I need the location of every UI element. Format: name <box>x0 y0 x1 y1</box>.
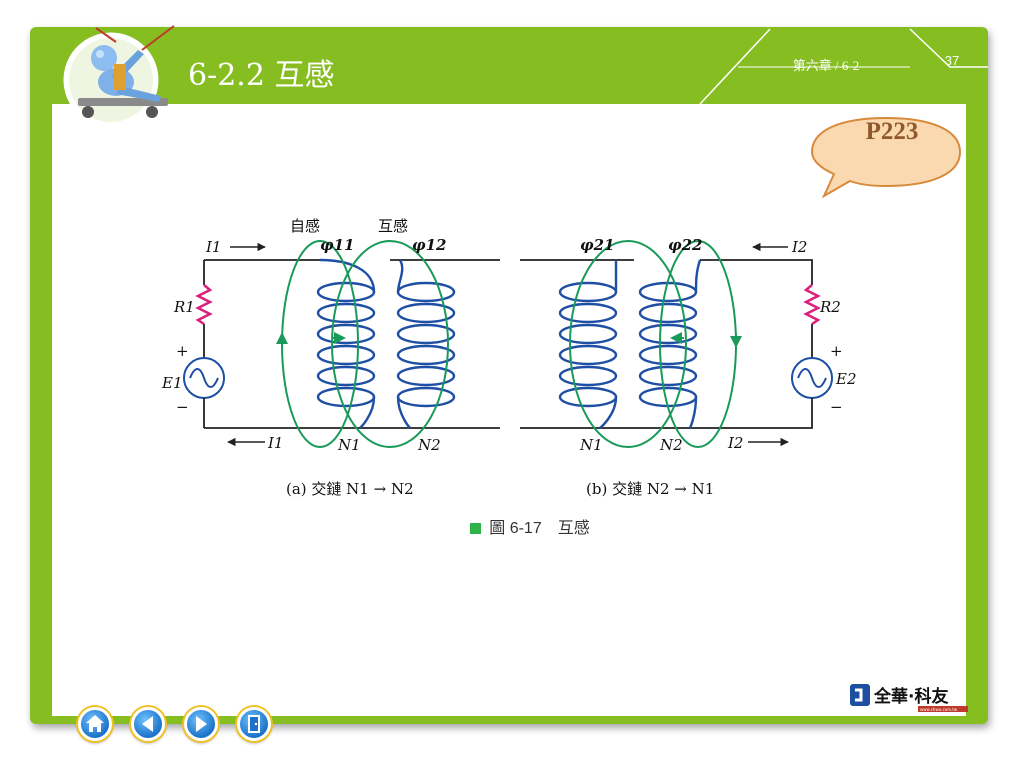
next-button[interactable] <box>184 707 218 741</box>
label-n1-b: N1 <box>579 436 603 454</box>
label-r2: R2 <box>819 298 841 316</box>
page-number: 37 <box>944 53 960 68</box>
arrow-left-icon <box>142 716 153 732</box>
circuit-b <box>520 240 833 448</box>
chapter-indicator: 第六章 / 6-2 <box>792 58 860 73</box>
label-phi22: φ22 <box>668 236 702 254</box>
label-phi21: φ21 <box>580 236 614 254</box>
label-n2-a: N2 <box>417 436 441 454</box>
home-icon <box>86 715 104 732</box>
coil-n2-a <box>396 259 456 429</box>
label-n2-b: N2 <box>659 436 683 454</box>
figure-caption: 圖 6-17 互感 <box>380 514 680 538</box>
label-plus-2: + <box>830 342 843 360</box>
home-button[interactable] <box>78 707 112 741</box>
page-title: 6-2.2 互感 <box>188 58 335 93</box>
flux-loop-phi12 <box>331 240 449 448</box>
caption-square-icon <box>470 523 482 534</box>
label-self-inductance: 自感 <box>290 217 320 235</box>
publisher-logo: 全華·科友 www.chwa.com.tw <box>850 684 968 712</box>
mutual-inductance-diagram: 自感 互感 φ11 φ12 I1 I1 R1 E1 + − N1 N2 (a) … <box>161 217 857 498</box>
page-reference-bubble <box>810 116 962 199</box>
label-phi11: φ11 <box>320 236 354 254</box>
label-r1: R1 <box>173 298 195 316</box>
label-i2-bottom: I2 <box>727 434 743 452</box>
figure-caption-text: 圖 6-17 互感 <box>489 520 590 537</box>
page-reference-label: P223 <box>865 118 919 145</box>
label-i2-top: I2 <box>791 238 807 256</box>
exit-door-icon <box>248 715 260 733</box>
label-mutual-inductance: 互感 <box>378 217 408 235</box>
label-i1-top: I1 <box>205 238 221 256</box>
label-i1-bottom: I1 <box>267 434 283 452</box>
flux-loop-phi21 <box>569 240 687 448</box>
coil-n1-a <box>316 258 376 429</box>
circuit-a <box>183 240 500 448</box>
label-minus-1: − <box>176 398 189 416</box>
mascot-icon <box>63 25 175 128</box>
coil-n2-b <box>638 259 702 429</box>
logo-text: 全華·科友 <box>873 686 948 707</box>
label-minus-2: − <box>830 398 843 416</box>
label-e1: E1 <box>161 374 183 392</box>
exit-button[interactable] <box>237 707 271 741</box>
arrow-right-icon <box>196 716 207 732</box>
subcaption-a: (a) 交鏈 N1 → N2 <box>286 480 414 498</box>
coil-n1-b <box>558 260 618 429</box>
label-phi12: φ12 <box>412 236 446 254</box>
label-plus-1: + <box>176 342 189 360</box>
label-e2: E2 <box>835 370 857 388</box>
resistor-r1 <box>195 284 213 326</box>
label-n1-a: N1 <box>337 436 361 454</box>
previous-button[interactable] <box>131 707 165 741</box>
subcaption-b: (b) 交鏈 N2 → N1 <box>586 480 714 498</box>
logo-url: www.chwa.com.tw <box>920 707 958 712</box>
resistor-r2 <box>803 284 821 326</box>
header-tab <box>699 28 988 104</box>
